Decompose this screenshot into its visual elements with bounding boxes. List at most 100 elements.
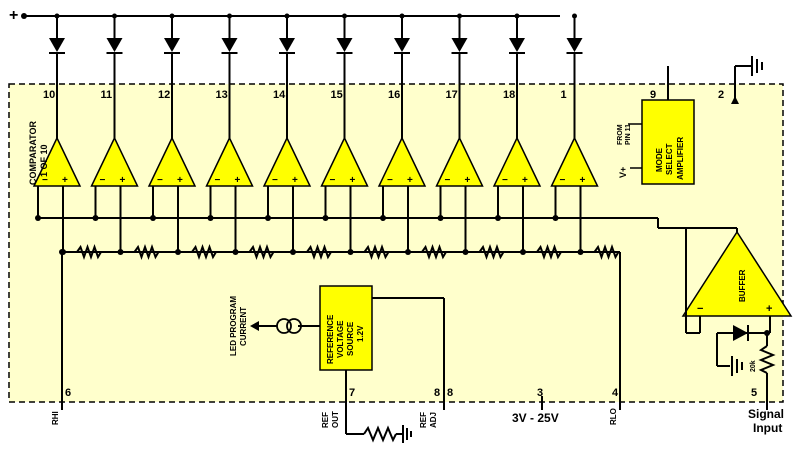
supply-junction [227,13,232,19]
comparator [262,136,312,187]
comparator-plus: + [177,175,183,186]
led-diode-icon [394,38,410,52]
comparator [90,136,139,187]
comparator-minus: − [330,175,336,186]
comparator-pin-label: 10 [43,89,55,101]
mode-line1: MODE [655,147,664,172]
comparator [492,136,542,187]
rhi-label: RHI [51,411,60,425]
supply-junction [112,13,117,19]
from-label-1: FROM [617,124,624,145]
pin-8-label-a: 8 [434,387,440,399]
comparator [32,136,82,187]
rlo-label: RLO [609,408,618,425]
comparator-minus: − [502,175,508,186]
supply-range-label: 3V - 25V [512,411,559,425]
divider-resistor [478,243,505,261]
comparator-pin-label: 11 [101,89,113,101]
mode-line3: AMPLIFIER [676,137,685,180]
comparator-plus: + [62,175,68,186]
pin-2-label: 2 [718,89,724,101]
divider-resistor [593,243,620,261]
ref-line1: REFERENCE [326,314,335,364]
led-diode-icon [221,38,238,52]
comparator-pin-label: 1 [561,89,567,101]
comparator-plus: + [580,175,586,186]
input-diode-icon [733,325,748,341]
pin-6-label: 6 [65,387,71,399]
comparator-plus: + [235,175,241,186]
comparator-minus: − [215,175,221,186]
from-label-2: PIN 11 [625,124,632,145]
buffer-label: BUFFER [738,269,747,302]
comparator-minus: − [272,175,278,186]
comparator [320,136,369,187]
comparator [377,136,427,187]
ref-adj-label-1: REF [419,412,428,428]
ground-icon [751,56,763,76]
comparator-label-2: 1 OF 10 [39,144,49,177]
comparator-minus: − [387,175,393,186]
comparator-plus: + [465,175,471,186]
comparator-plus: + [407,175,413,186]
comparator-minus: − [157,175,163,186]
buffer-plus: + [766,303,772,315]
pin-4-label: 4 [612,387,619,399]
led-diode-icon [279,38,295,52]
ref-out-label-1: REF [321,412,330,428]
pin-9-label: 9 [650,89,656,101]
divider-resistor [536,243,562,261]
buffer-minus: − [697,303,703,315]
mode-select-amplifier [641,99,695,185]
supply-junction [54,13,60,19]
comparator-plus: + [120,175,126,186]
comparator-minus: − [560,175,566,186]
pin2-arrow [731,96,739,104]
supply-junction [342,13,347,19]
vplus-label: V+ [618,167,628,178]
led-diode-icon [566,38,583,52]
divider-resistor [306,243,332,261]
signal-input-label-1: Signal [748,407,784,421]
reference-voltage-source [319,285,373,371]
divider-resistor [248,243,275,261]
divider-resistor [191,243,217,261]
input-resistor [758,345,776,374]
ref-line3: SOURCE [346,321,355,356]
comparator-plus: + [350,175,356,186]
signal-input-label-2: Input [753,421,782,435]
rhi-junction [59,249,65,255]
led-diode-icon [336,38,353,52]
comparator-label-1: COMPARATOR [28,121,38,185]
divider-resistors [76,243,620,261]
led-diode-icon [106,38,123,52]
comparator-pin-label: 12 [158,89,170,101]
comparator [550,136,599,187]
ref-adj-label-2: ADJ [429,412,438,428]
ref-line4: 1.2V [356,325,365,342]
supply-plus-label: + [9,7,18,24]
led-diode-icon [49,38,65,52]
led-program-label-2: CURRENT [239,307,248,346]
led-diode-icon [509,38,525,52]
supply-junction [514,13,520,19]
supply-junction [572,13,577,19]
input-resistor-label: 20k [750,360,757,372]
supply-terminal [21,13,27,19]
comparator-plus: + [522,175,528,186]
divider-resistor [133,243,160,261]
supply-junction [284,13,290,19]
pin-7-label: 7 [349,387,355,399]
divider-resistor [76,243,102,261]
pin-5-label: 5 [751,387,757,399]
divider-resistor [421,243,447,261]
comparator-pin-label: 15 [331,89,343,101]
mode-line2: SELECT [665,143,674,175]
ref-out-resistor [363,425,397,443]
ref-line2: VOLTAGE [336,320,345,358]
comparator-pin-label: 18 [503,89,515,101]
divider-resistor [363,243,390,261]
supply-junction [169,13,175,19]
